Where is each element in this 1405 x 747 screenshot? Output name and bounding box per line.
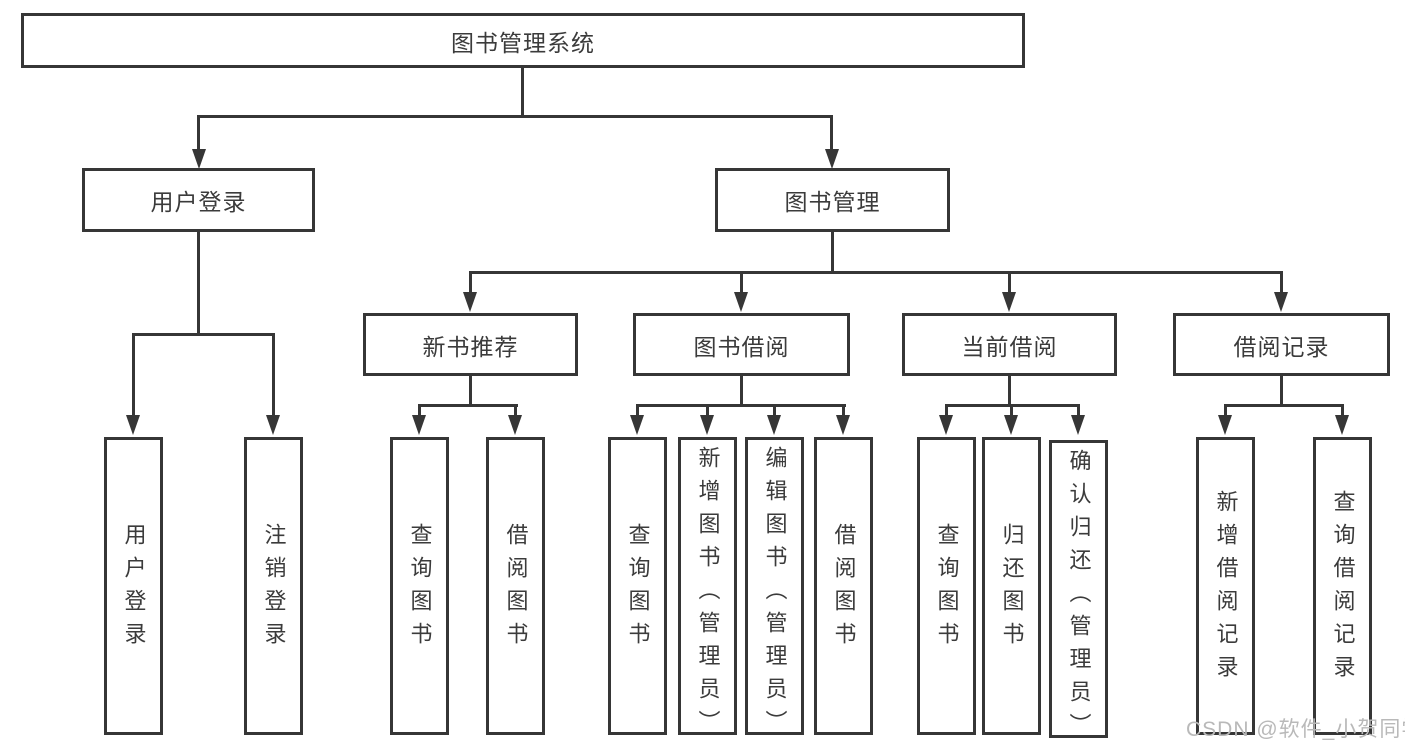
leaf-query-books-borrow: 查询图书 — [608, 437, 667, 735]
arrow-down-icon — [192, 149, 206, 169]
arrow-down-icon — [508, 415, 522, 435]
connector-line — [1280, 271, 1283, 295]
arrow-down-icon — [463, 292, 477, 312]
arrow-down-icon — [1071, 415, 1085, 435]
node-library-management-system: 图书管理系统 — [21, 13, 1025, 68]
arrow-down-icon — [700, 415, 714, 435]
connector-line — [1008, 271, 1011, 295]
arrow-down-icon — [825, 149, 839, 169]
connector-line — [418, 404, 518, 407]
node-book-management: 图书管理 — [715, 168, 950, 232]
connector-line — [842, 404, 845, 417]
connector-line — [197, 115, 833, 118]
connector-line — [272, 333, 275, 417]
connector-line — [469, 271, 1283, 274]
arrow-down-icon — [1218, 415, 1232, 435]
csdn-watermark: CSDN @软件_小贺同学 — [1186, 718, 1405, 741]
node-current-borrowing: 当前借阅 — [902, 313, 1117, 376]
arrow-down-icon — [412, 415, 426, 435]
connector-line — [1341, 404, 1344, 417]
arrow-down-icon — [266, 415, 280, 435]
arrow-down-icon — [836, 415, 850, 435]
leaf-query-books-current: 查询图书 — [917, 437, 976, 735]
connector-line — [740, 376, 743, 407]
leaf-query-borrow-record: 查询借阅记录 — [1313, 437, 1372, 735]
leaf-add-books-admin: 新增图书（管理员） — [678, 437, 737, 743]
arrow-down-icon — [1335, 415, 1349, 435]
connector-line — [831, 232, 834, 274]
connector-line — [197, 115, 200, 153]
connector-line — [514, 404, 517, 417]
connector-line — [197, 232, 200, 335]
arrow-down-icon — [1274, 292, 1288, 312]
arrow-down-icon — [939, 415, 953, 435]
connector-line — [773, 404, 776, 417]
connector-line — [132, 333, 275, 336]
arrow-down-icon — [630, 415, 644, 435]
connector-line — [1008, 376, 1011, 407]
arrow-down-icon — [767, 415, 781, 435]
leaf-add-borrow-record: 新增借阅记录 — [1196, 437, 1255, 735]
leaf-query-books-recommend: 查询图书 — [390, 437, 449, 735]
leaf-user-login: 用户登录 — [104, 437, 163, 735]
leaf-edit-books-admin: 编辑图书（管理员） — [745, 437, 804, 743]
connector-line — [830, 115, 833, 153]
connector-line — [521, 68, 524, 118]
leaf-borrow-books-recommend: 借阅图书 — [486, 437, 545, 735]
connector-line — [945, 404, 948, 417]
leaf-return-books: 归还图书 — [982, 437, 1041, 735]
arrow-down-icon — [734, 292, 748, 312]
leaf-logout-login: 注销登录 — [244, 437, 303, 735]
connector-line — [469, 376, 472, 407]
arrow-down-icon — [1002, 292, 1016, 312]
connector-line — [636, 404, 846, 407]
connector-line — [1010, 404, 1013, 417]
connector-line — [418, 404, 421, 417]
connector-line — [1077, 404, 1080, 417]
connector-line — [636, 404, 639, 417]
connector-line — [740, 271, 743, 295]
node-borrowing-records: 借阅记录 — [1173, 313, 1390, 376]
connector-line — [706, 404, 709, 417]
node-book-borrowing: 图书借阅 — [633, 313, 850, 376]
arrow-down-icon — [126, 415, 140, 435]
connector-line — [132, 333, 135, 417]
connector-line — [1280, 376, 1283, 407]
arrow-down-icon — [1004, 415, 1018, 435]
node-user-login: 用户登录 — [82, 168, 315, 232]
leaf-confirm-return-admin: 确认归还（管理员） — [1049, 440, 1108, 746]
node-new-book-recommendation: 新书推荐 — [363, 313, 578, 376]
connector-line — [1224, 404, 1344, 407]
leaf-borrow-books: 借阅图书 — [814, 437, 873, 735]
connector-line — [1224, 404, 1227, 417]
connector-line — [469, 271, 472, 295]
